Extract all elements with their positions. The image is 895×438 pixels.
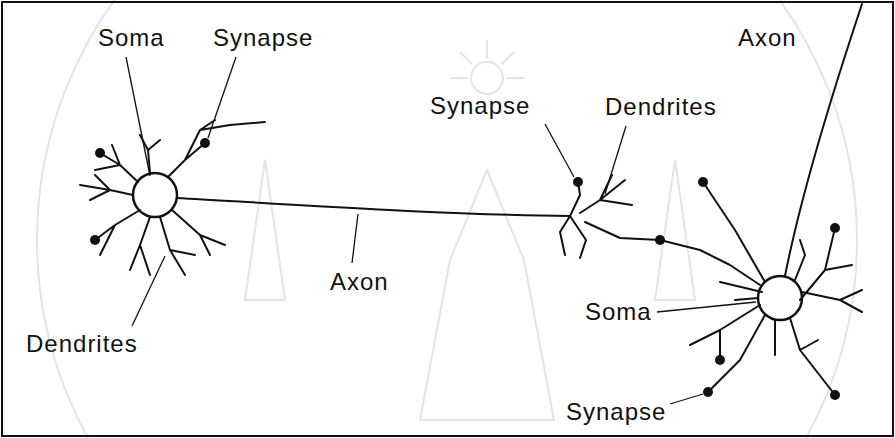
synapse-knob xyxy=(698,177,708,187)
dendrite xyxy=(660,182,862,395)
synapse-knobs xyxy=(90,138,840,400)
leader-line xyxy=(126,57,150,176)
watermark xyxy=(37,0,857,438)
left-neuron xyxy=(80,120,586,275)
right-neuron xyxy=(660,4,862,395)
watermark-ring xyxy=(37,0,857,438)
watermark-rays xyxy=(450,40,524,78)
dendrite xyxy=(580,175,660,240)
synapse-knob xyxy=(655,235,665,245)
middle-dendrites xyxy=(580,175,660,240)
synapse-knob xyxy=(573,177,583,187)
leader-line xyxy=(670,394,703,404)
part-label: Dendrites xyxy=(605,93,717,121)
leader-lines xyxy=(126,57,756,404)
part-label: Synapse xyxy=(213,24,313,52)
leader-line xyxy=(208,57,236,138)
synapse-knob xyxy=(95,148,105,158)
axon xyxy=(177,198,570,216)
part-label: Soma xyxy=(585,298,652,326)
dendrite xyxy=(80,120,265,275)
synapse-knob xyxy=(715,355,725,365)
axon-terminal xyxy=(560,182,586,258)
part-label: Soma xyxy=(98,24,165,52)
synapse-knob xyxy=(703,387,713,397)
synapse-knob xyxy=(830,223,840,233)
leader-line xyxy=(352,214,358,263)
synapse-knob xyxy=(830,390,840,400)
part-label: Axon xyxy=(330,268,389,296)
watermark-sun xyxy=(471,62,503,94)
leader-line xyxy=(545,124,574,177)
watermark-towers xyxy=(245,160,695,300)
leader-line xyxy=(132,256,165,326)
part-label: Synapse xyxy=(430,92,530,120)
part-label: Synapse xyxy=(566,398,666,426)
part-label: Axon xyxy=(738,24,797,52)
watermark-spire xyxy=(420,170,554,420)
leader-line xyxy=(605,126,626,194)
leader-line xyxy=(657,302,756,312)
part-label: Dendrites xyxy=(26,330,138,358)
synapse-knob xyxy=(90,235,100,245)
synapse-knob xyxy=(200,138,210,148)
